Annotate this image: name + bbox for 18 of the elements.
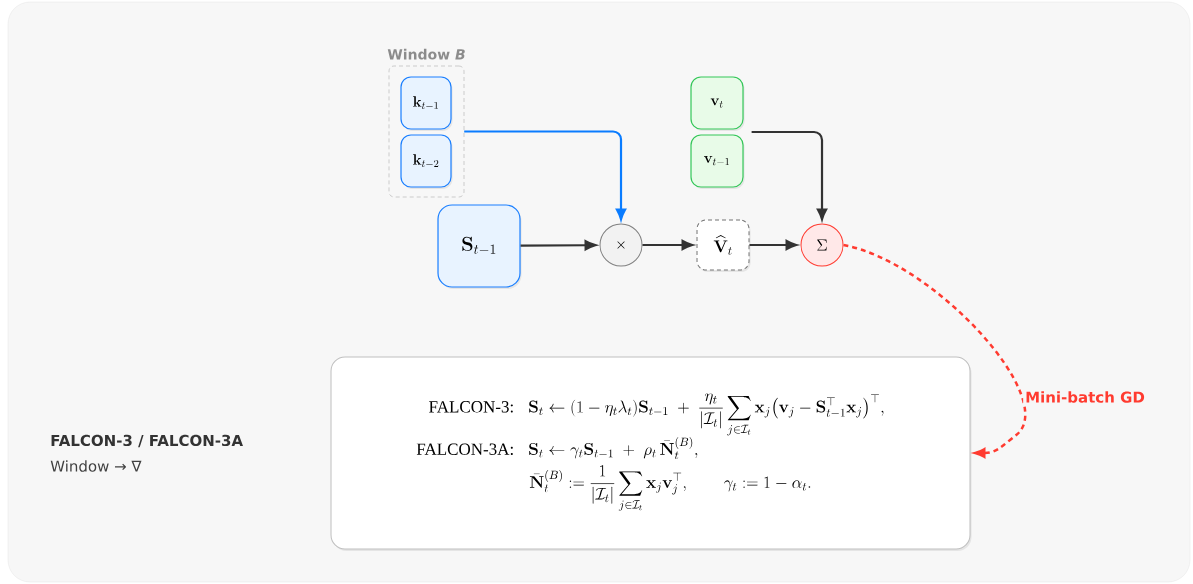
value-box: $\mathbf{v}_{t-1}$ [690, 134, 745, 189]
arrow [520, 240, 597, 251]
prediction-box: $\widehat{\mathbf{V}}_t$ [696, 219, 751, 272]
method-note: Window → ∇ [50, 460, 142, 472]
value-box: $\mathbf{v}_t$ [690, 76, 745, 131]
window-group [388, 65, 465, 198]
state-box: $\mathbf{S}_{t-1}$ [437, 204, 522, 289]
group-title: Window B [387, 48, 465, 60]
equation-box: FALCON-3: $\mathbf{S}_t \leftarrow (1-\eta_t\lambda_t)\mathbf{S}_{t-1} \;+\; \frac{\eta_t}{|\mathcal{I}_t|}\sum_{j\in\mathcal{I}_t}\mathbf{x}_j\big(\mathbf{v}_j-\mathbf{S}_{t-1}^{\top}\mathbf{x}_j\big)^{\top},$ FALCON-3A: $\mathbf{S}_t \leftarrow \gamma_t\mathbf{S}_{t-1} \;+\; \rho_t\,\bar{\mathbf{N}}_t^{(B)},$ $\bar{\mathbf{N}}_t^{(B)} := \frac{1}{|\mathcal{I}_t|}\sum_{j\in\mathcal{I}_t}\mathbf{x}_j\mathbf{v}_j^{\top}, \qquad \gamma_t := 1-\alpha_t.$ [330, 356, 972, 551]
key-box: $\mathbf{k}_{t-2}$ [400, 134, 453, 189]
arrow [749, 239, 798, 251]
method-title: FALCON-3 / FALCON-3A [51, 434, 243, 448]
edge-label: Mini-batch GD [1023, 389, 1147, 405]
arrow [751, 130, 828, 221]
arrow [464, 130, 627, 221]
key-box: $\mathbf{k}_{t-1}$ [400, 76, 453, 131]
arrow [843, 243, 1027, 458]
arrow [642, 239, 694, 251]
